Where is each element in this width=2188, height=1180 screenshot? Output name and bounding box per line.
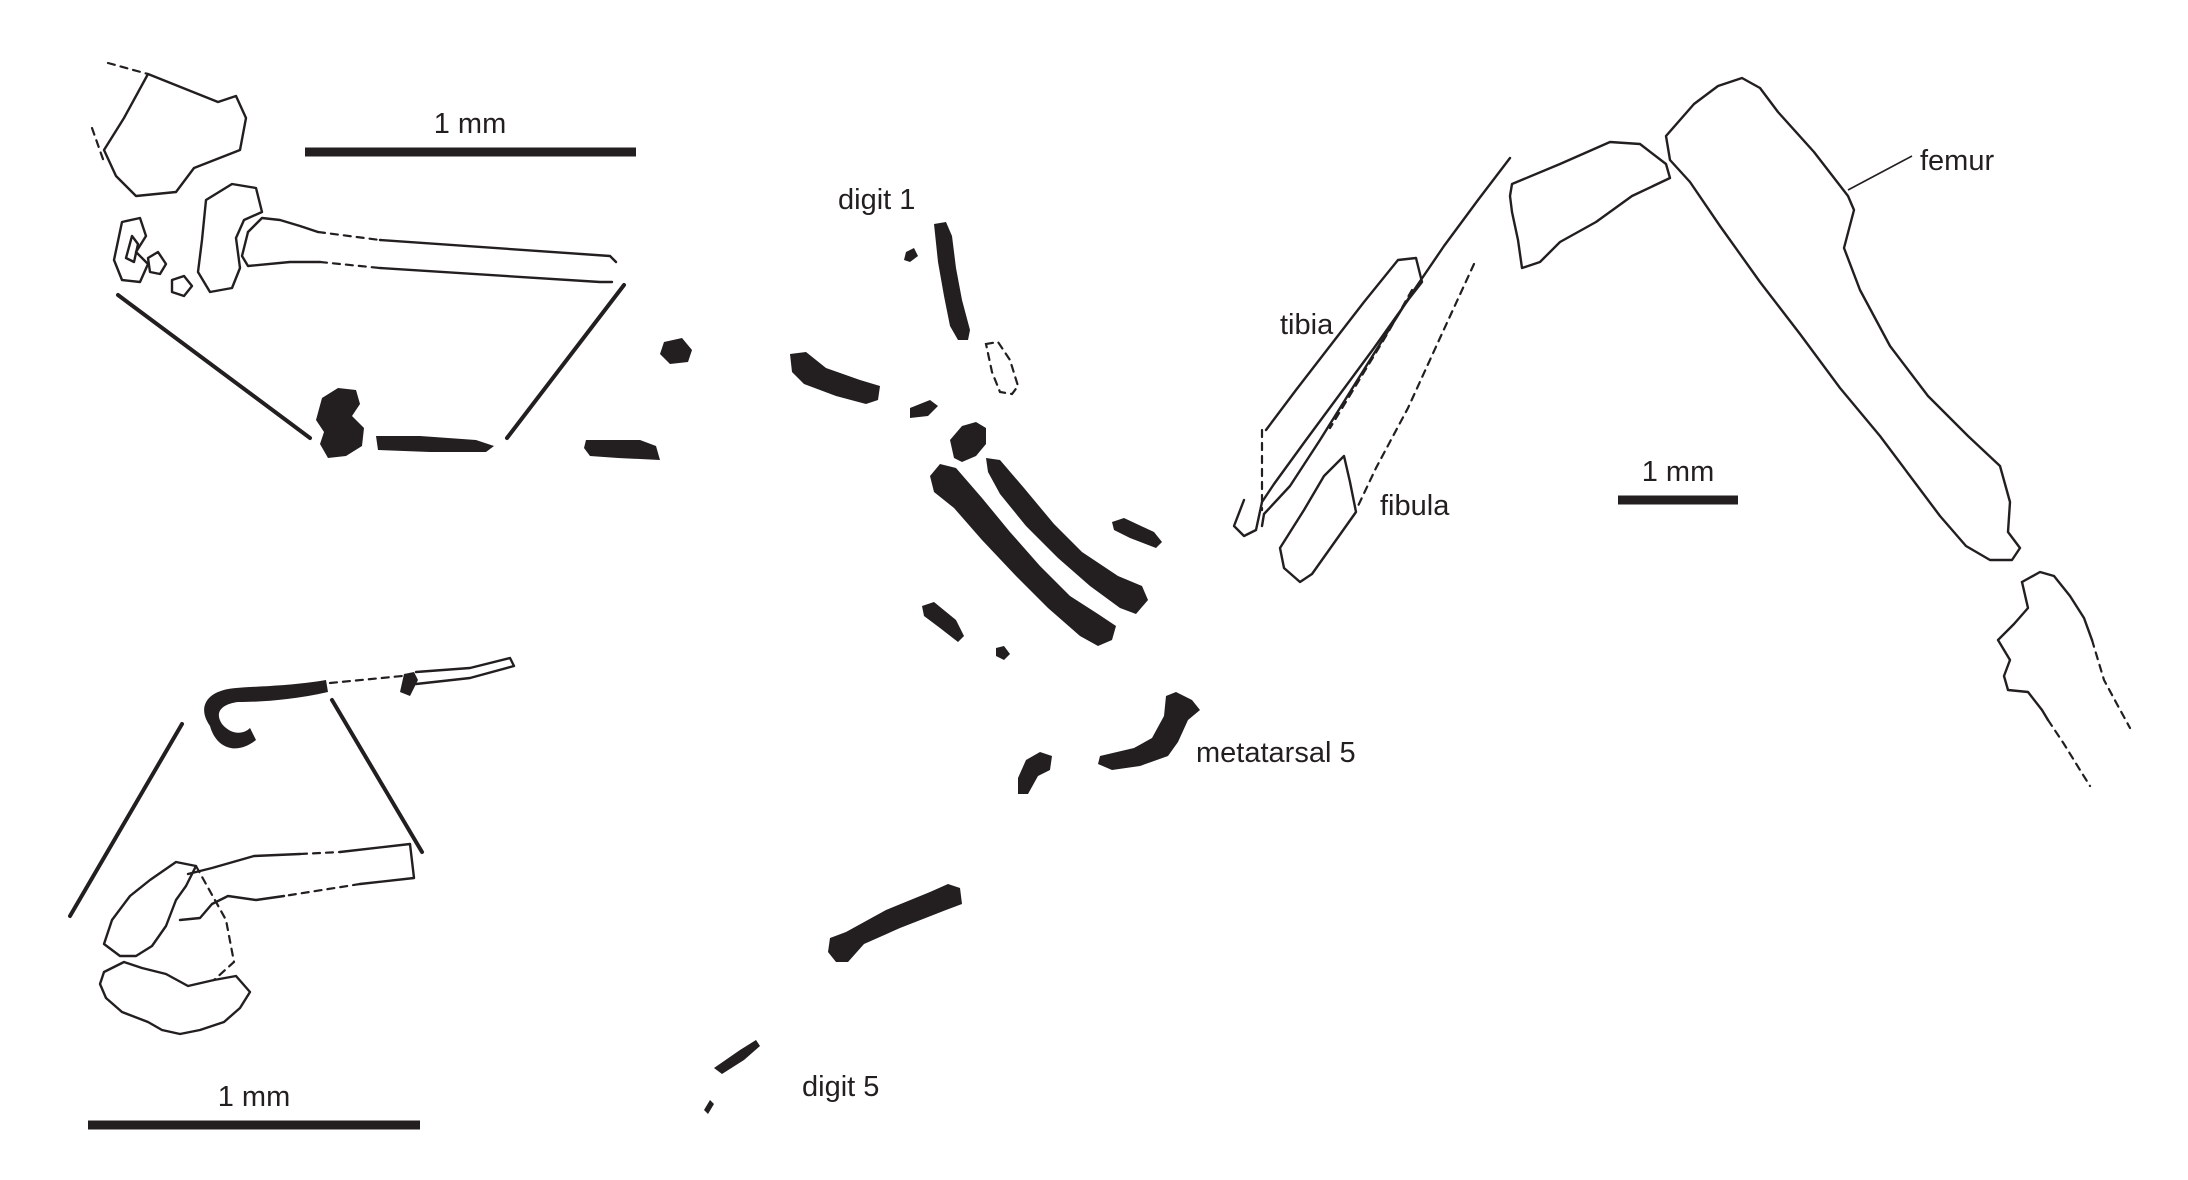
inset-hook-bone-dashed [328, 674, 404, 685]
femur-leader-line [1847, 155, 1913, 191]
scale-bar-label: 1 mm [434, 108, 507, 140]
fibula-outline [1278, 454, 1358, 584]
metatarsal-3 [986, 458, 1148, 614]
pelvis-dashed-edge-2 [2046, 718, 2092, 788]
scale-bar-bottom-left: 1 mm [88, 1081, 420, 1130]
tibia-upper-edge [1260, 156, 1512, 528]
inset-pebble-outline [170, 274, 194, 298]
inset2-long-bone-lower-dashed [282, 882, 362, 898]
inset-guide-line-left [116, 293, 312, 440]
inset-small-bone-outline [112, 216, 150, 284]
tibia-outline [1232, 256, 1424, 538]
femur-outline [1664, 76, 2022, 562]
phalanx-dot [996, 646, 1010, 660]
label-digit-5: digit 5 [802, 1071, 879, 1103]
inset-left-dashed-edge [90, 126, 106, 164]
inset-long-bone-lower-edge-b [378, 266, 614, 284]
phalanx-small-2 [1112, 518, 1162, 548]
inset-top-dashed-edge [106, 61, 150, 76]
inset2-guide-line-right [330, 698, 424, 854]
femur-distal-outline [1508, 140, 1672, 270]
label-fibula: fibula [1380, 490, 1450, 522]
scale-bar-label: 1 mm [218, 1081, 291, 1113]
inset2-upper-bone-outline [102, 860, 198, 958]
inset-long-bone-outline [246, 216, 320, 234]
inset-hooked-bone-outline [196, 182, 264, 294]
digit-5-phalanx-2 [714, 1040, 760, 1074]
inset2-lower-bone-outline [98, 960, 252, 1036]
label-tibia: tibia [1280, 309, 1334, 341]
inset-guide-line-right [505, 283, 626, 440]
top-left-inset [90, 61, 626, 440]
digit-1-fragment [904, 248, 918, 262]
inset2-long-bone-outline-b [338, 842, 416, 886]
pelvis-inner-outline [1996, 580, 2050, 722]
scale-bar-right: 1 mm [1618, 456, 1738, 505]
inset-hook-bone [204, 680, 328, 749]
inset-long-bone-dashed [316, 230, 382, 242]
bottom-left-inset [68, 656, 516, 1036]
fibula-dashed-edge-1 [1356, 262, 1476, 508]
inset2-dashed-outline [194, 864, 236, 982]
metatarsal-2 [790, 352, 880, 404]
label-femur: femur [1920, 145, 1994, 177]
fibula-dashed-edge-2 [1328, 288, 1414, 430]
metatarsal-fragment-2 [584, 440, 660, 460]
inset-small-bone-inner-outline [124, 234, 140, 264]
inset-long-bone-lower-dashed [318, 260, 382, 270]
digit-5-phalanx-1 [828, 884, 962, 962]
pelvis-fragment-outline [2020, 570, 2094, 642]
label-digit-1: digit 1 [838, 184, 915, 216]
tarsal-bone [316, 388, 364, 458]
digit-1-phalanx [934, 222, 970, 340]
inset-tiny-bone-outline [146, 250, 168, 276]
label-metatarsal-5: metatarsal 5 [1196, 737, 1356, 769]
inset-top-bone-outline [102, 72, 248, 198]
metatarsal-4 [930, 464, 1116, 646]
phalanx-small-1 [910, 400, 938, 418]
pelvis-dashed-edge-1 [2090, 638, 2132, 730]
metatarsal-5 [1098, 692, 1200, 770]
metatarsal-fragment-1 [376, 436, 494, 452]
inset2-guide-line-left [68, 722, 184, 918]
inset-small-fragment [400, 672, 418, 696]
scale-bar-top-left: 1 mm [305, 108, 636, 157]
digit-5-proximal-fragment [1018, 752, 1052, 794]
phalanx-small-3 [922, 602, 964, 642]
scale-bar-label: 1 mm [1642, 456, 1715, 488]
inset2-long-bone-dashed [298, 850, 342, 856]
inset-long-bone-outline-b [378, 238, 618, 264]
inset2-long-bone-outline [186, 852, 302, 876]
digit-1-missing-phalanx [984, 340, 1020, 396]
metatarsal-3-head [950, 422, 986, 462]
digit-5-tip [704, 1100, 714, 1114]
inset-long-bone-lower-edge [240, 230, 322, 268]
phalanx-nodule [660, 338, 692, 364]
inset-thin-bone-outline [414, 656, 516, 686]
leg-skeleton [1232, 76, 2132, 788]
inset2-joint-outline [178, 894, 286, 922]
foot-skeleton [316, 222, 1200, 1114]
